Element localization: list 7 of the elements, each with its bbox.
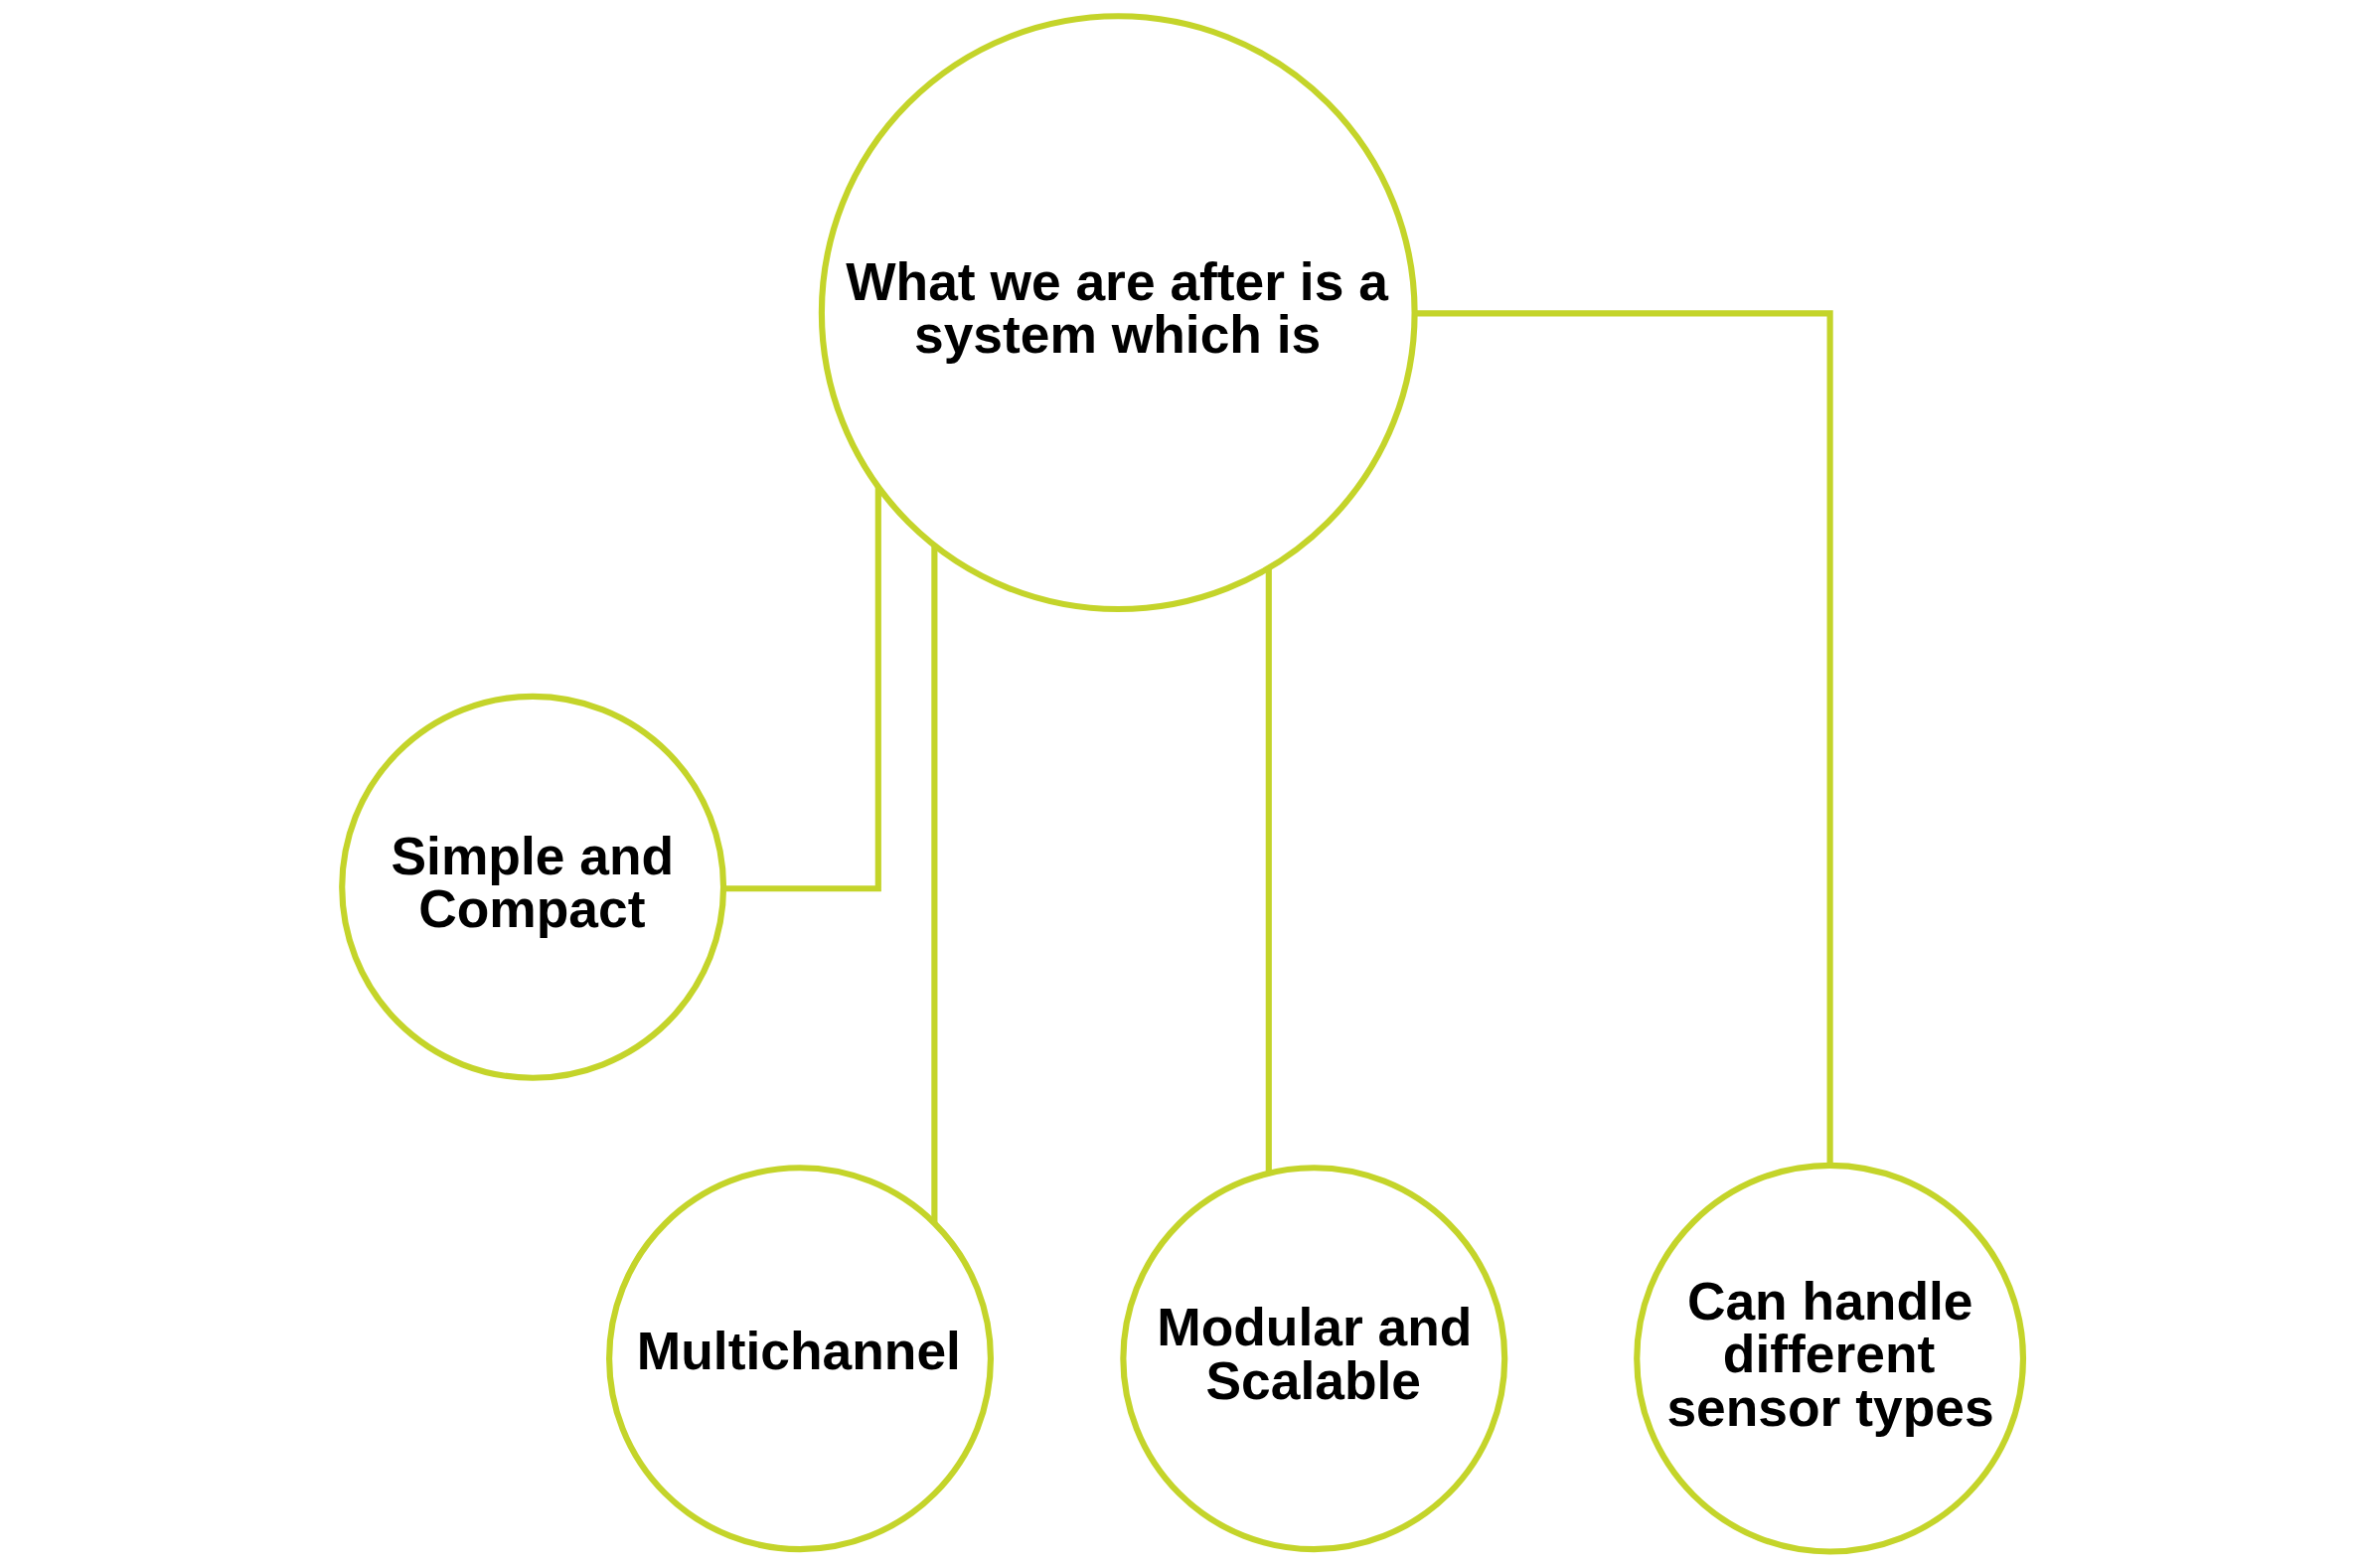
node-circle: What we are after is a system which is: [818, 13, 1418, 613]
connector: [1265, 567, 1272, 1174]
node-circle: Can handle different sensor types: [1633, 1162, 2026, 1555]
node-circle: Modular and Scalable: [1119, 1165, 1507, 1553]
connector: [722, 486, 881, 892]
node-circle: Multichannel: [605, 1165, 994, 1553]
node-circle: Simple and Compact: [338, 693, 726, 1081]
